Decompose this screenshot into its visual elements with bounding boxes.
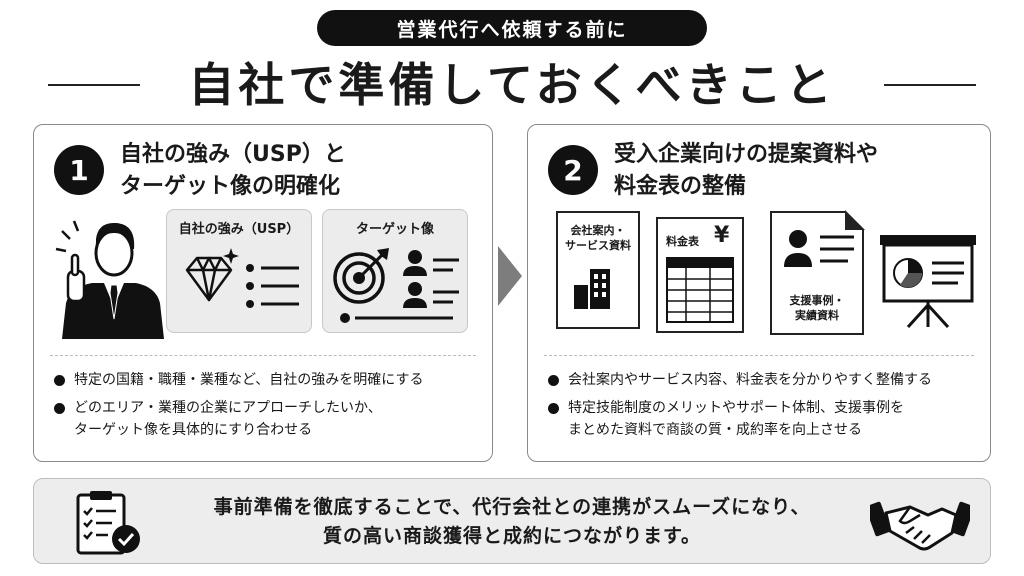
price-list-doc: 料金表 ¥ [656,217,744,333]
card2-title: 受入企業向けの提案資料や 料金表の整備 [614,139,878,203]
checklist-icon [76,491,140,555]
doc1-label-line2: サービス資料 [565,239,631,252]
list-item: どのエリア・業種の企業にアプローチしたいか、 ターゲット像を具体的にすり合わせる [52,397,480,441]
list-item-line1: 特定技能制度のメリットやサポート体制、支援事例を [568,400,904,416]
diamond-icon [185,248,239,302]
usp-box: 自社の強み（USP） [166,209,312,333]
target-box-label: ターゲット像 [355,222,434,237]
title-line-left [48,84,140,86]
yen-icon: ¥ [714,223,730,248]
title-line-right [884,84,976,86]
target-box: ターゲット像 [322,209,468,333]
step-number-1: 1 [54,145,104,195]
person-profile-icon [784,230,854,267]
list-lines-icon [246,264,299,308]
usp-box-label: 自社の強み（USP） [178,222,300,237]
card-proposal-materials: 2 受入企業向けの提案資料や 料金表の整備 会社案内・ サービス資料 料金表 ¥ [527,124,991,462]
doc2-label: 料金表 [666,235,699,248]
list-item-line1: どのエリア・業種の企業にアプローチしたいか、 [74,400,382,416]
card2-bullets: 会社案内やサービス内容、料金表を分かりやすく整備する 特定技能制度のメリットやサ… [546,369,978,447]
list-item-line2: ターゲット像を具体的にすり合わせる [74,422,313,438]
building-icon [574,269,610,309]
card2-divider [544,355,974,356]
target-icon [333,248,389,304]
case-study-doc: 支援事例・ 実績資料 [770,210,865,335]
list-item-line2: まとめた資料で商談の質・成約率を向上させる [568,422,862,438]
card2-title-line1: 受入企業向けの提案資料や [614,142,879,167]
company-brochure-doc: 会社案内・ サービス資料 [556,211,640,329]
chevron-right-icon [498,246,522,306]
price-table-icon [666,257,734,323]
summary-line2: 質の高い商談獲得と成約につながります。 [322,525,702,547]
header-pill: 営業代行へ依頼する前に [317,10,707,46]
slider-line-icon [340,313,453,323]
handshake-icon [870,501,970,551]
doc3-label-line1: 支援事例・ [789,294,845,307]
doc3-corner-fold [845,210,865,230]
doc3-label: 支援事例・ 実績資料 [772,293,862,323]
page-title: 自社で準備しておくべきこと [188,58,836,112]
list-item: 特定の国籍・職種・業種など、自社の強みを明確にする [52,369,480,391]
summary-line1: 事前準備を徹底することで、代行会社との連携がスムーズになり、 [213,496,811,518]
presentation-board-icon [880,235,976,329]
title-area: 自社で準備しておくべきこと [0,54,1024,116]
list-item: 特定技能制度のメリットやサポート体制、支援事例を まとめた資料で商談の質・成約率… [546,397,978,441]
step-number-2: 2 [548,145,598,195]
list-item: 会社案内やサービス内容、料金表を分かりやすく整備する [546,369,978,391]
card1-bullets: 特定の国籍・職種・業種など、自社の強みを明確にする どのエリア・業種の企業にアプ… [52,369,480,447]
businessman-icon [55,220,164,339]
doc1-label: 会社案内・ サービス資料 [558,223,638,253]
card1-divider [50,355,476,356]
summary-banner: 事前準備を徹底することで、代行会社との連携がスムーズになり、 質の高い商談獲得と… [33,478,991,564]
card1-title-line1: 自社の強み（USP）と [120,142,346,167]
card1-title: 自社の強み（USP）と ターゲット像の明確化 [120,139,346,203]
doc3-label-line2: 実績資料 [795,309,839,322]
people-icon [403,250,459,308]
card2-title-line2: 料金表の整備 [614,174,747,199]
summary-text: 事前準備を徹底することで、代行会社との連携がスムーズになり、 質の高い商談獲得と… [174,493,850,551]
card1-title-line2: ターゲット像の明確化 [120,174,341,199]
card-usp-target: 1 自社の強み（USP）と ターゲット像の明確化 自社の強み（USP） [33,124,493,462]
doc1-label-line1: 会社案内・ [570,224,626,237]
